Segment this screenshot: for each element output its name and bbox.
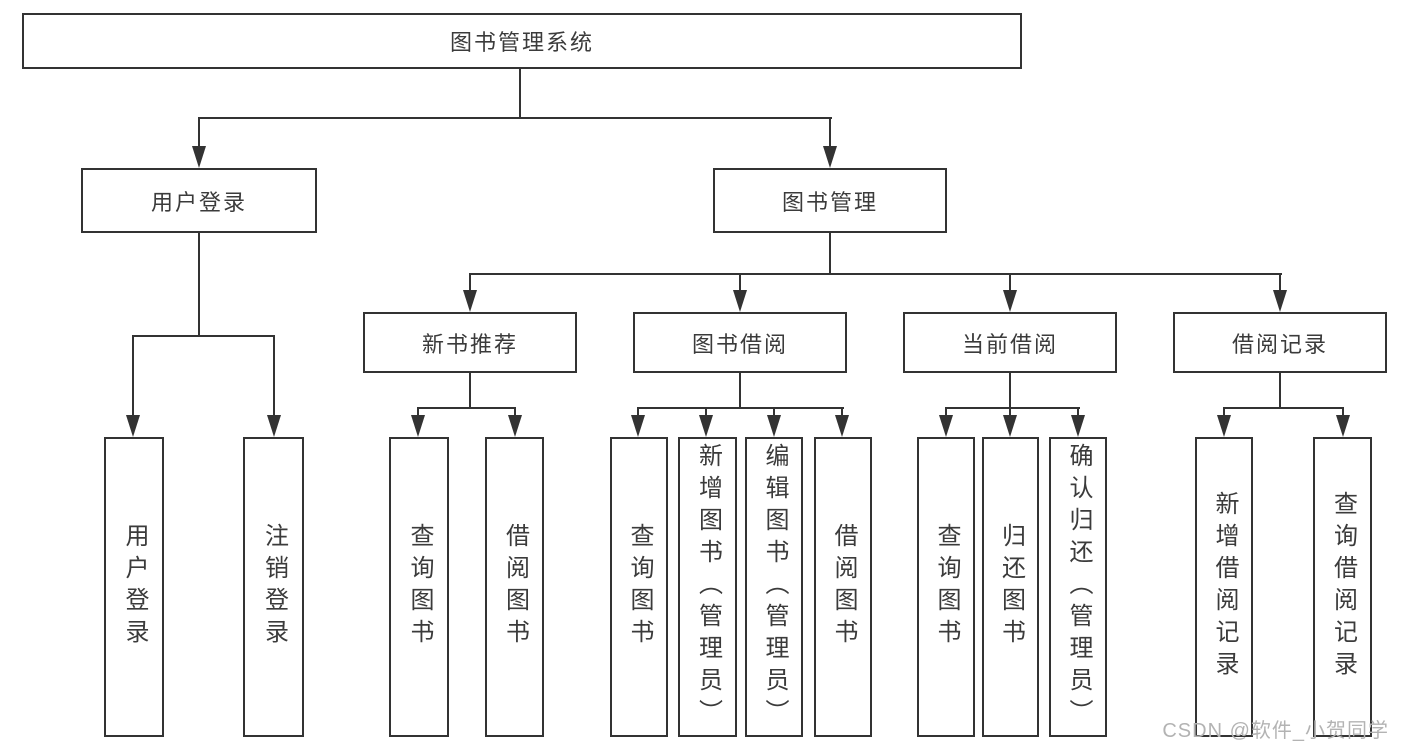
leaf-bb-add-books-admin: 新增图书（管理员） (678, 437, 737, 737)
arrow-down-icon (1071, 415, 1085, 437)
connector-book-management-stub (829, 233, 831, 273)
connector-leaf-drop (841, 407, 843, 415)
connector-leaf-drop (417, 407, 419, 415)
arrow-down-icon (1003, 290, 1017, 312)
arrow-down-icon (126, 415, 140, 437)
connector-root-stub (519, 69, 521, 117)
leaf-label: 查询图书 (406, 523, 433, 651)
connector-level2-rail (198, 117, 832, 119)
leaf-cb-return-books: 归还图书 (982, 437, 1039, 737)
watermark: CSDN @软件_小贺同学 (1162, 720, 1389, 742)
leaf-cb-query-books: 查询图书 (917, 437, 975, 737)
node-book-borrow-label: 图书借阅 (691, 331, 788, 357)
leaf-label: 借阅图书 (830, 523, 857, 651)
connector-book-management-drop (829, 117, 831, 148)
leaf-br-add-borrow-record: 新增借阅记录 (1195, 437, 1253, 737)
arrow-down-icon (835, 415, 849, 437)
connector-leaf-drop (132, 335, 134, 417)
arrow-down-icon (1217, 415, 1231, 437)
leaf-label: 用户登录 (121, 523, 148, 651)
leaf-label: 查询图书 (626, 523, 653, 651)
connector-level3-drop (1009, 273, 1011, 292)
connector-nbr-stub (469, 373, 471, 407)
leaf-label: 归还图书 (997, 523, 1025, 651)
connector-user-login-stub (198, 233, 200, 335)
leaf-bb-borrow-books: 借阅图书 (814, 437, 872, 737)
arrow-down-icon (733, 290, 747, 312)
connector-bb-rail (637, 407, 844, 409)
connector-leaf-drop (1223, 407, 1225, 415)
node-current-borrow-label: 当前借阅 (961, 331, 1058, 357)
arrow-down-icon (1336, 415, 1350, 437)
connector-leaf-drop (1009, 407, 1011, 415)
leaf-label: 编辑图书（管理员） (761, 443, 788, 731)
connector-cb-stub (1009, 373, 1011, 407)
connector-user-login-rail (132, 335, 275, 337)
arrow-down-icon (699, 415, 713, 437)
leaf-br-query-borrow-record: 查询借阅记录 (1313, 437, 1372, 737)
leaf-label: 确认归还（管理员） (1065, 443, 1092, 731)
leaf-label: 新增图书（管理员） (694, 443, 722, 731)
leaf-label: 查询借阅记录 (1329, 491, 1357, 683)
arrow-down-icon (192, 146, 206, 168)
node-book-borrow: 图书借阅 (633, 312, 847, 373)
arrow-down-icon (1273, 290, 1287, 312)
leaf-cb-confirm-return-admin: 确认归还（管理员） (1049, 437, 1107, 737)
leaf-logout: 注销登录 (243, 437, 304, 737)
connector-leaf-drop (273, 335, 275, 417)
arrow-down-icon (631, 415, 645, 437)
connector-leaf-drop (773, 407, 775, 415)
connector-user-login-drop (198, 117, 200, 148)
node-borrow-records: 借阅记录 (1173, 312, 1387, 373)
leaf-label: 查询图书 (933, 523, 960, 651)
arrow-down-icon (411, 415, 425, 437)
connector-leaf-drop (637, 407, 639, 415)
connector-level3-drop (739, 273, 741, 292)
arrow-down-icon (939, 415, 953, 437)
connector-cb-rail (945, 407, 1080, 409)
node-user-login-label: 用户登录 (150, 189, 247, 215)
arrow-down-icon (463, 290, 477, 312)
node-new-book-recommend: 新书推荐 (363, 312, 577, 373)
leaf-label: 注销登录 (260, 523, 288, 651)
connector-level3-drop (469, 273, 471, 292)
arrow-down-icon (767, 415, 781, 437)
connector-br-stub (1279, 373, 1281, 407)
connector-nbr-rail (417, 407, 516, 409)
leaf-bb-edit-books-admin: 编辑图书（管理员） (745, 437, 803, 737)
leaf-label: 新增借阅记录 (1211, 491, 1238, 683)
root-node-label: 图书管理系统 (449, 30, 594, 55)
node-new-book-recommend-label: 新书推荐 (421, 331, 518, 357)
connector-leaf-drop (945, 407, 947, 415)
node-book-management-label: 图书管理 (781, 189, 878, 215)
arrow-down-icon (267, 415, 281, 437)
connector-level3-rail (469, 273, 1282, 275)
node-current-borrow: 当前借阅 (903, 312, 1117, 373)
leaf-nbr-query-books: 查询图书 (389, 437, 449, 737)
connector-level3-drop (1279, 273, 1281, 292)
leaf-nbr-borrow-books: 借阅图书 (485, 437, 544, 737)
connector-bb-stub (739, 373, 741, 407)
root-node-book-management-system: 图书管理系统 (22, 13, 1022, 69)
connector-br-rail (1223, 407, 1344, 409)
leaf-user-login: 用户登录 (104, 437, 164, 737)
connector-leaf-drop (514, 407, 516, 415)
arrow-down-icon (1003, 415, 1017, 437)
connector-leaf-drop (705, 407, 707, 415)
leaf-bb-query-books: 查询图书 (610, 437, 668, 737)
node-user-login: 用户登录 (81, 168, 317, 233)
arrow-down-icon (823, 146, 837, 168)
connector-leaf-drop (1077, 407, 1079, 415)
arrow-down-icon (508, 415, 522, 437)
leaf-label: 借阅图书 (501, 523, 529, 651)
node-book-management: 图书管理 (713, 168, 947, 233)
connector-leaf-drop (1342, 407, 1344, 415)
node-borrow-records-label: 借阅记录 (1231, 331, 1328, 357)
